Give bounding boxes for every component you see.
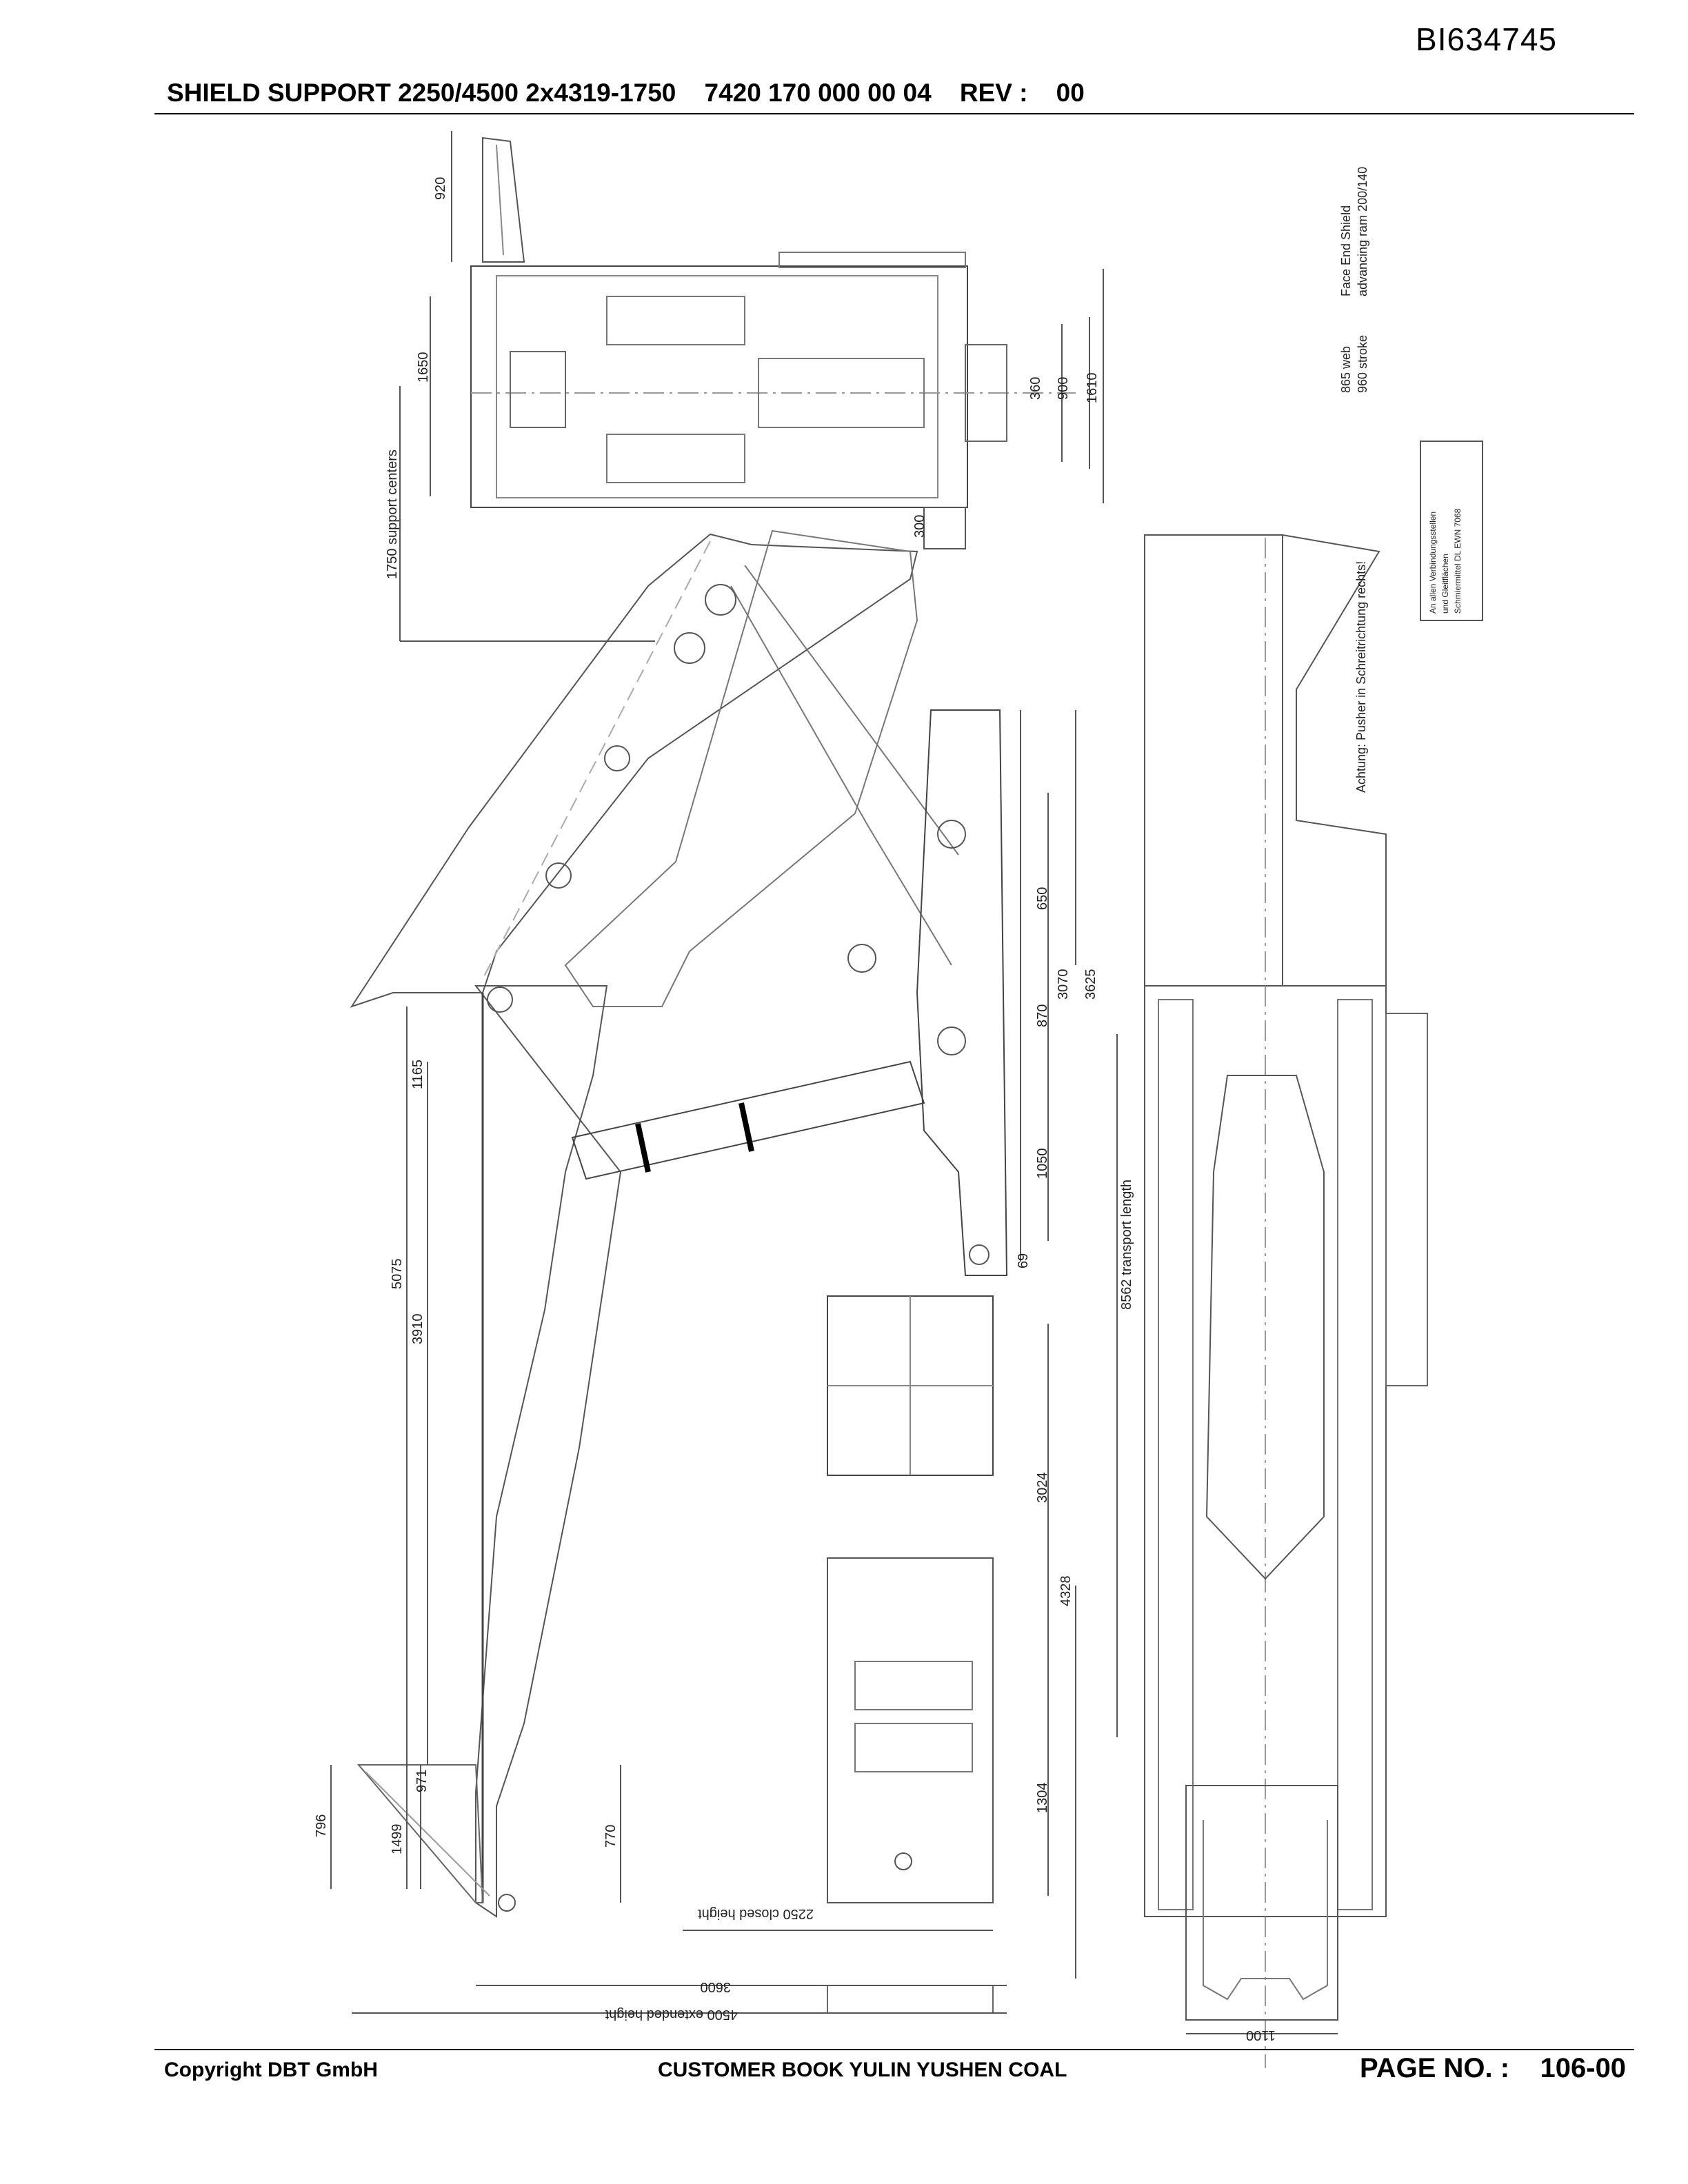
page-number: PAGE NO. : 106-00 [1360, 2053, 1627, 2083]
note-pusher: Achtung: Pusher in Schreitrichtung recht… [1354, 561, 1368, 793]
dimension-labels: 920 1650 1750 support centers 300 360 90… [314, 167, 1463, 2043]
dim-1650: 1650 [416, 352, 431, 383]
note-face-end-shield: Face End Shield [1339, 205, 1353, 296]
document-title: SHIELD SUPPORT 2250/4500 2x4319-1750 742… [167, 79, 1085, 107]
dim-2250: 2250 closed height [698, 1906, 814, 1921]
dim-1165: 1165 [410, 1060, 425, 1089]
dim-1100: 1100 [1246, 2028, 1276, 2043]
dim-69: 69 [1016, 1253, 1031, 1268]
dim-4500: 4500 extended height [605, 2007, 738, 2022]
dim-8562: 8562 transport length [1119, 1180, 1134, 1310]
dim-1610: 1610 [1085, 373, 1100, 404]
note-box-line3: Schmiermittel DL EWN 7068 [1453, 508, 1463, 614]
note-stroke: 960 stroke [1356, 335, 1369, 393]
dim-920: 920 [433, 177, 448, 200]
note-box-line1: An allen Verbindungsstellen [1428, 512, 1438, 614]
dim-360: 360 [1028, 377, 1043, 400]
dim-4328: 4328 [1058, 1576, 1074, 1607]
dim-1499: 1499 [390, 1824, 405, 1855]
dim-3910: 3910 [410, 1314, 425, 1345]
customer-book: CUSTOMER BOOK YULIN YUSHEN COAL [658, 2059, 1067, 2081]
document-id: BI634745 [1416, 21, 1557, 57]
dim-3024: 3024 [1035, 1473, 1050, 1504]
dim-650: 650 [1035, 887, 1050, 910]
note-advancing-ram: advancing ram 200/140 [1356, 167, 1369, 296]
dim-1750: 1750 support centers [385, 449, 400, 579]
header-divider [154, 113, 1634, 114]
dim-3625: 3625 [1083, 969, 1098, 1000]
dim-796: 796 [314, 1814, 329, 1837]
note-web: 865 web [1339, 346, 1353, 393]
dim-1050: 1050 [1035, 1149, 1050, 1180]
right-plan-view [1144, 441, 1483, 2068]
dim-900: 900 [1056, 377, 1071, 400]
footer-divider [154, 2049, 1634, 2050]
dim-3070: 3070 [1056, 969, 1071, 1000]
dim-5075: 5075 [390, 1259, 405, 1290]
dim-1304: 1304 [1035, 1783, 1050, 1814]
dim-870: 870 [1035, 1004, 1050, 1027]
dim-770: 770 [603, 1825, 619, 1848]
copyright: Copyright DBT GmbH [164, 2059, 378, 2081]
plan-view [399, 131, 1104, 642]
side-view [330, 529, 1118, 2014]
dim-971: 971 [414, 1770, 430, 1792]
dim-300: 300 [912, 515, 927, 538]
dim-3600: 3600 [701, 1979, 732, 1994]
note-box-line2: und Gleitflächen [1440, 554, 1450, 614]
